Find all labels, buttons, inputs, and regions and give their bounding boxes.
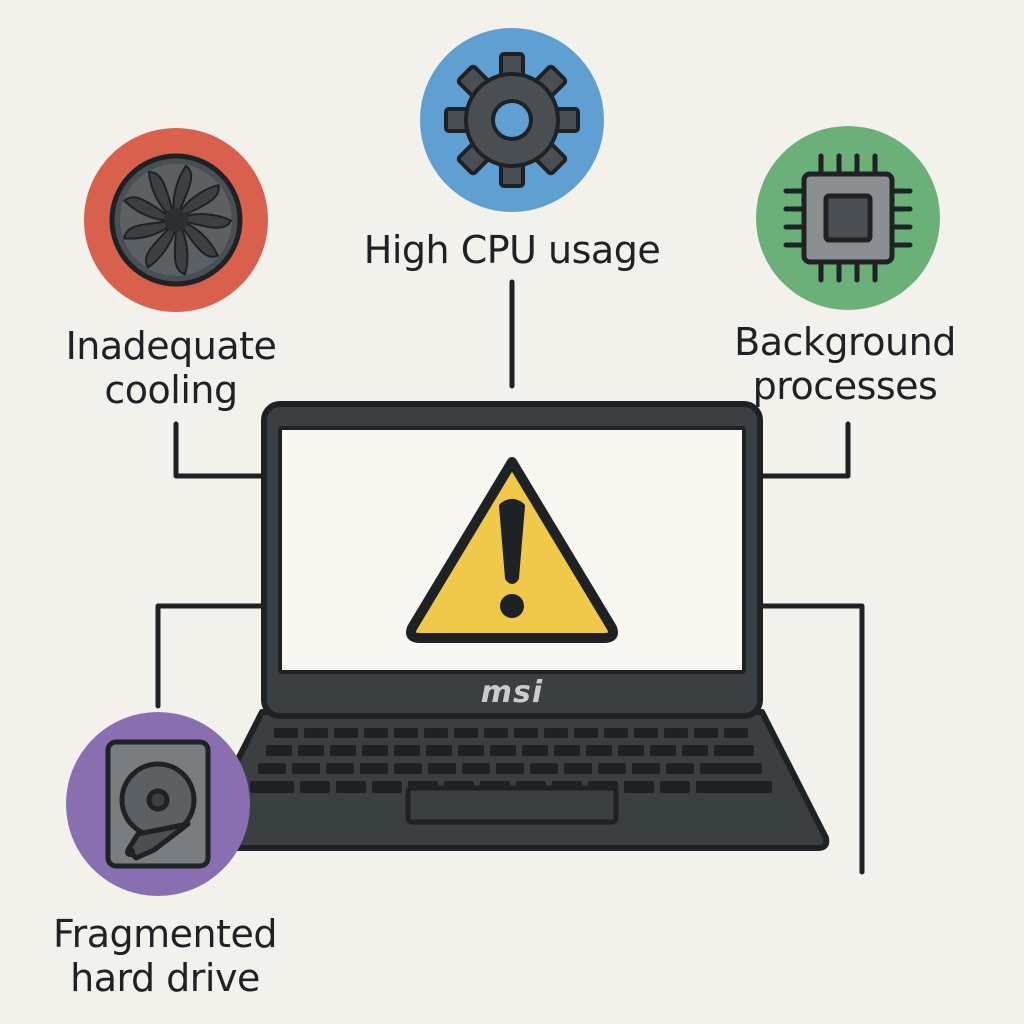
connector-background xyxy=(759,421,851,479)
label-fragmented-hard-drive-line2: hard drive xyxy=(70,956,260,1000)
label-background-processes: Background processes xyxy=(700,320,990,408)
label-inadequate-cooling: Inadequate cooling xyxy=(30,324,312,412)
chip-icon xyxy=(783,153,913,283)
gear-icon xyxy=(444,52,580,188)
background-processes-node xyxy=(756,126,940,310)
fan-icon xyxy=(109,153,243,287)
laptop-brand-logo: msi xyxy=(480,675,544,710)
inadequate-cooling-node xyxy=(84,128,268,312)
connector-right xyxy=(759,603,865,875)
label-background-processes-line2: processes xyxy=(752,364,938,408)
label-background-processes-line1: Background xyxy=(734,320,956,364)
hard-drive-icon xyxy=(105,739,211,869)
label-high-cpu-usage: High CPU usage xyxy=(330,228,694,272)
label-high-cpu-usage-text: High CPU usage xyxy=(363,228,661,272)
label-inadequate-cooling-line2: cooling xyxy=(104,368,238,412)
laptop xyxy=(194,401,830,851)
warning-icon xyxy=(406,457,618,643)
label-fragmented-hard-drive-line1: Fragmented xyxy=(52,912,278,956)
label-fragmented-hard-drive: Fragmented hard drive xyxy=(20,912,310,1000)
connector-cooling xyxy=(173,421,267,479)
label-inadequate-cooling-line1: Inadequate xyxy=(65,324,277,368)
connector-lines xyxy=(155,279,865,875)
connector-hdd xyxy=(155,603,267,709)
cpu-usage-node xyxy=(420,28,604,212)
touchpad xyxy=(405,785,619,825)
fragmented-hard-drive-node xyxy=(66,712,250,896)
